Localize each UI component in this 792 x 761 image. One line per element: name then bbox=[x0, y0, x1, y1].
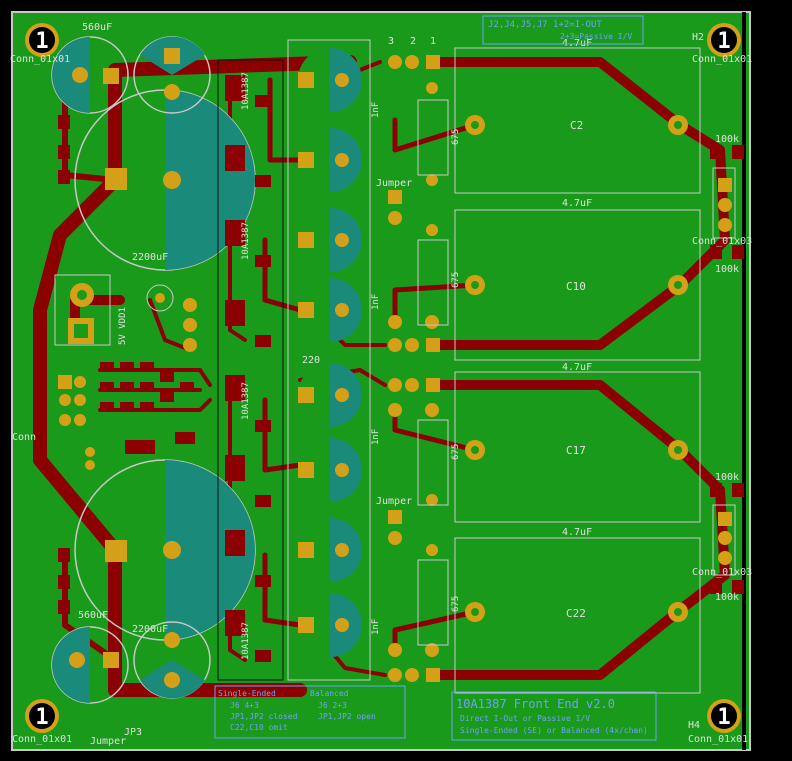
title-block-box bbox=[451, 691, 657, 741]
transistor-column bbox=[217, 59, 284, 681]
note-se-3: C22,C10 omit bbox=[230, 723, 288, 732]
label-conn3-1: Conn_01x03 bbox=[692, 236, 752, 247]
label-1nf-4: 1nF bbox=[371, 619, 381, 635]
smd-left-edge bbox=[58, 115, 70, 614]
mount-ref-tr: Conn_01x01 bbox=[692, 54, 752, 65]
label-jumper-3: Jumper bbox=[90, 736, 126, 747]
note-se-1: J6 4+3 bbox=[230, 701, 259, 710]
mount-label-br: 1 bbox=[717, 705, 730, 730]
mount-ref-br: Conn_01x01 bbox=[688, 734, 748, 745]
label-675-2: 675 bbox=[451, 272, 461, 288]
title-block-title: 10A1387 Front End v2.0 bbox=[456, 697, 615, 711]
label-jumper-2: Jumper bbox=[376, 496, 412, 507]
label-part-3: 10A1387 bbox=[241, 382, 251, 420]
label-h2: H2 bbox=[692, 32, 704, 43]
label-2200-bot: 2200uF bbox=[132, 624, 168, 635]
label-part-2: 10A1387 bbox=[241, 222, 251, 260]
bottom-note-box bbox=[214, 685, 406, 739]
label-conn3-2: Conn_01x03 bbox=[692, 567, 752, 578]
label-c10: C10 bbox=[566, 280, 586, 293]
title-block-line1: Direct I-Out or Passive I/V bbox=[460, 714, 590, 723]
label-560-bot: 560uF bbox=[78, 610, 108, 621]
right-connectors bbox=[710, 145, 744, 594]
label-100k-2: 100k bbox=[715, 264, 739, 275]
pin-1-top: 1 bbox=[430, 36, 436, 47]
film-caps bbox=[417, 47, 701, 694]
note-bal-head: Balanced bbox=[310, 689, 349, 698]
top-note-line2: 2+3=Passive I/V bbox=[560, 32, 632, 41]
cap-560-bottom-left bbox=[51, 626, 129, 704]
label-1nf-2: 1nF bbox=[371, 294, 381, 310]
label-jp3: JP3 bbox=[124, 727, 142, 738]
top-note-box bbox=[482, 15, 644, 45]
label-part-1: 10A1387 bbox=[241, 72, 251, 110]
label-film-3: 4.7uF bbox=[562, 362, 592, 373]
cap-560-top-left bbox=[51, 36, 129, 114]
label-675-4: 675 bbox=[451, 596, 461, 612]
label-675-3: 675 bbox=[451, 444, 461, 460]
mount-hole-tr bbox=[707, 23, 741, 57]
label-1nf-1: 1nF bbox=[371, 102, 381, 118]
mount-hole-tl bbox=[25, 23, 59, 57]
label-100k-1: 100k bbox=[715, 134, 739, 145]
header-left bbox=[58, 375, 95, 470]
label-h4: H4 bbox=[688, 720, 700, 731]
mount-label-tl: 1 bbox=[35, 29, 48, 54]
pin-2-top: 2 bbox=[410, 36, 416, 47]
note-bal-1: J6 2+3 bbox=[318, 701, 347, 710]
label-jumper-1: Jumper bbox=[376, 178, 412, 189]
mount-ref-tl: Conn_01x01 bbox=[10, 54, 70, 65]
note-se-head: Single-Ended bbox=[218, 689, 276, 698]
mount-label-tr: 1 bbox=[717, 29, 730, 54]
note-bal-2: JP1,JP2 open bbox=[318, 712, 376, 721]
label-c2: C2 bbox=[570, 119, 583, 132]
cap-560-top-right bbox=[133, 36, 211, 114]
label-vreg: 5V VDD1 bbox=[118, 307, 128, 345]
regulator-block bbox=[54, 274, 197, 352]
label-100k-3: 100k bbox=[715, 472, 739, 483]
label-c22: C22 bbox=[566, 607, 586, 620]
title-block-line2: Single-Ended (SE) or Balanced (4x/chan) bbox=[460, 726, 648, 735]
label-1nf-3: 1nF bbox=[371, 429, 381, 445]
pin-3-top: 3 bbox=[388, 36, 394, 47]
label-film-4: 4.7uF bbox=[562, 527, 592, 538]
mount-hole-bl bbox=[25, 699, 59, 733]
mount-label-bl: 1 bbox=[35, 705, 48, 730]
label-film-2: 4.7uF bbox=[562, 198, 592, 209]
board-outline bbox=[11, 11, 751, 751]
label-560-top: 560uF bbox=[82, 22, 112, 33]
label-220: 220 bbox=[302, 355, 320, 366]
cap-560-bottom-right bbox=[133, 621, 211, 699]
label-675-1: 675 bbox=[451, 129, 461, 145]
smd-cluster-left bbox=[100, 362, 195, 454]
mount-ref-bl: Conn_01x01 bbox=[12, 734, 72, 745]
top-note-line1: J2,J4,J5,J7 1+2=I-OUT bbox=[488, 20, 602, 30]
mount-hole-br bbox=[707, 699, 741, 733]
label-part-4: 10A1387 bbox=[241, 622, 251, 660]
cap-220-column bbox=[287, 39, 371, 681]
note-se-2: JP1,JP2 closed bbox=[230, 712, 298, 721]
label-2200-top: 2200uF bbox=[132, 252, 168, 263]
label-100k-4: 100k bbox=[715, 592, 739, 603]
label-c17: C17 bbox=[566, 444, 586, 457]
label-conn-left: Conn bbox=[12, 432, 36, 443]
